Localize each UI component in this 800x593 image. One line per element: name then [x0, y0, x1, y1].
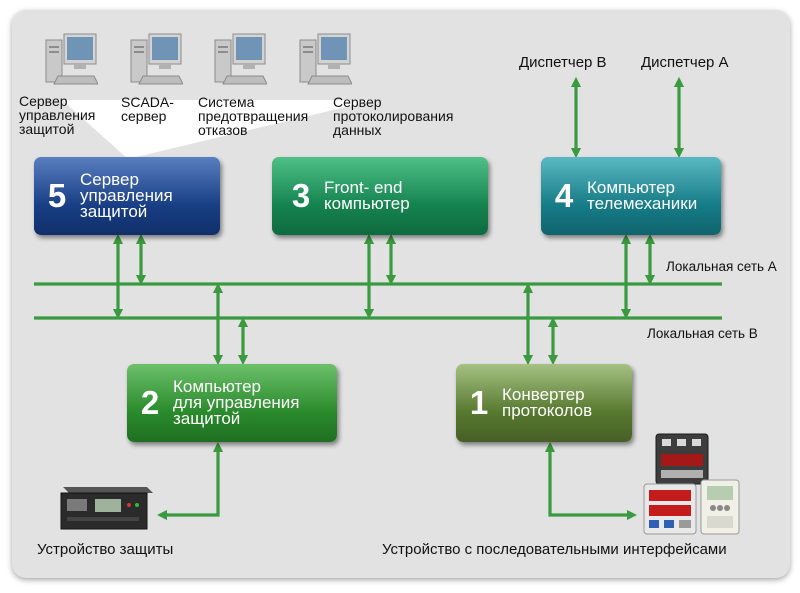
- workstation-computer-icon: [214, 33, 267, 85]
- box-title: Сервер управления защитой: [80, 170, 173, 221]
- network-a-label: Локальная сеть А: [666, 259, 777, 274]
- box-protection-control-computer: 2 Компьютер для управления защитой: [127, 364, 337, 442]
- meter-device-icon: [655, 433, 709, 485]
- relay-device-icon: [700, 479, 740, 535]
- box-title: Конвертер протоколов: [502, 385, 593, 420]
- box-title: Компьютер телемеханики: [587, 178, 698, 213]
- workstation-label-protection-server: Сервер управления защитой: [19, 93, 96, 137]
- box-number: 4: [554, 177, 574, 214]
- box-title: Front- end компьютер: [324, 178, 410, 213]
- workstation-computer-icon: [130, 33, 183, 85]
- link-b1-serial-devices: [544, 441, 638, 521]
- protection-device-label: Устройство защиты: [37, 541, 174, 558]
- network-b-label: Локальная сеть В: [647, 326, 758, 341]
- box-protocol-converter: 1 Конвертер протоколов: [456, 364, 632, 442]
- workstation-label-logging-server: Сервер протоколирования данных: [333, 94, 454, 138]
- box-number: 1: [469, 384, 489, 421]
- dispatcher-a-label: Диспетчер А: [641, 54, 729, 71]
- box-number: 3: [291, 177, 311, 214]
- workstation-callout: [62, 100, 375, 159]
- dispatcher-b-label: Диспетчер В: [519, 54, 607, 71]
- box-front-end-computer: 3 Front- end компьютер: [272, 157, 488, 235]
- panel-meter-device-icon: [643, 483, 697, 535]
- box-protection-server: 5 Сервер управления защитой: [34, 157, 220, 235]
- workstation-label-scada-server: SCADA- сервер: [121, 94, 174, 124]
- box-number: 5: [47, 177, 67, 214]
- box-title: Компьютер для управления защитой: [173, 377, 300, 428]
- box-telemechanics-computer: 4 Компьютер телемеханики: [541, 157, 721, 235]
- protection-device-icon: [60, 487, 153, 530]
- workstation-computer-icon: [45, 33, 98, 85]
- box-number: 2: [140, 384, 160, 421]
- link-b2-protection-device: [156, 441, 224, 521]
- workstation-label-failure-prevention: Система предотвращения отказов: [198, 94, 309, 138]
- workstation-computer-icon: [299, 33, 352, 85]
- serial-device-label: Устройство с последовательными интерфейс…: [382, 541, 727, 558]
